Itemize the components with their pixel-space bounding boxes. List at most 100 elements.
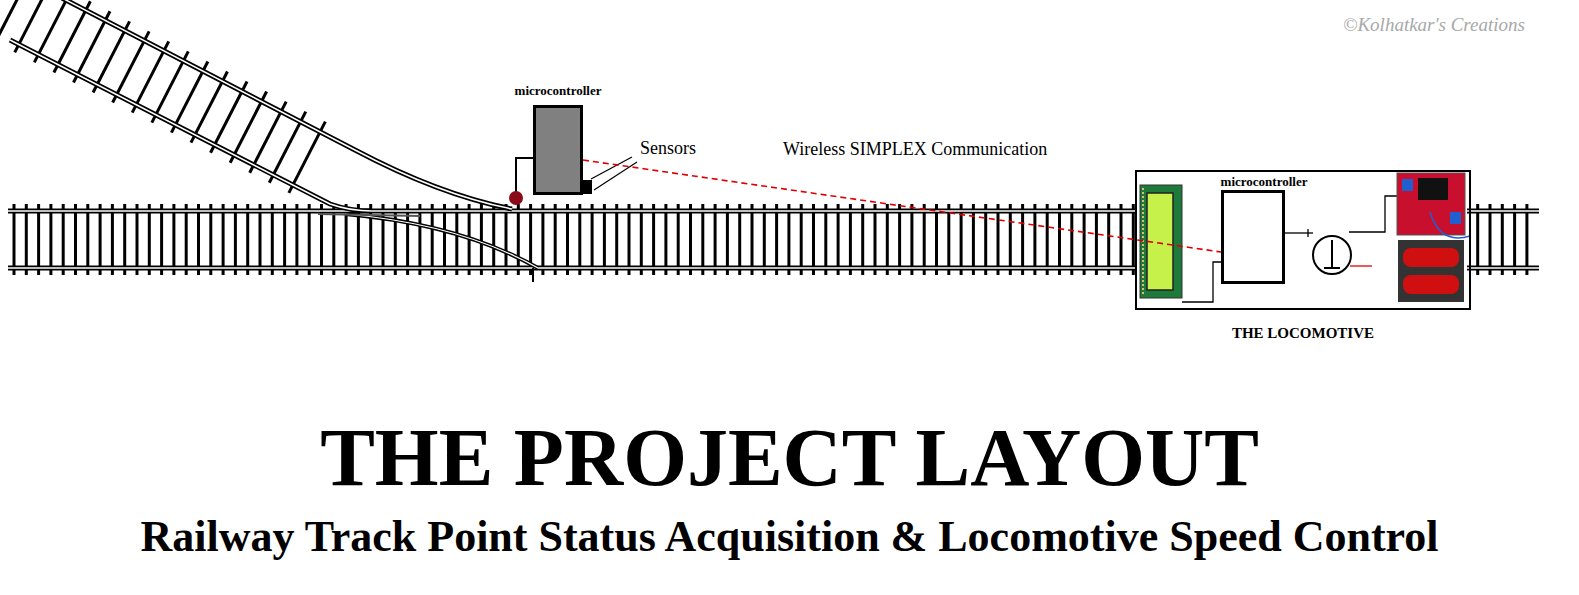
sleeper	[1046, 204, 1049, 275]
sleeper	[37, 204, 40, 275]
sleeper	[775, 204, 778, 275]
sleeper	[111, 204, 114, 275]
sleeper	[1107, 204, 1110, 275]
sleeper	[259, 204, 262, 275]
sleeper	[86, 204, 89, 275]
sleeper	[49, 204, 52, 275]
battery-wire	[1430, 212, 1470, 238]
trackside-controller: microcontroller	[508, 82, 608, 195]
sleeper	[62, 204, 65, 275]
sleeper	[689, 204, 692, 275]
sleeper	[295, 204, 298, 275]
sleeper	[554, 204, 557, 275]
sleeper	[185, 204, 188, 275]
motor-shaft	[1331, 240, 1333, 268]
sleeper	[849, 204, 852, 275]
sleeper	[492, 204, 495, 275]
link-label: Wireless SIMPLEX Communication	[783, 138, 1047, 160]
sleeper	[99, 204, 102, 275]
node-label: microcontroller	[1210, 174, 1318, 189]
node-heading: THE LOCOMOTIVE	[1137, 323, 1469, 343]
sleeper	[874, 204, 877, 275]
sleeper	[923, 204, 926, 275]
sensor-wire	[516, 158, 533, 192]
wire-tick	[1307, 229, 1308, 237]
sleeper	[246, 204, 249, 275]
sleeper	[738, 204, 741, 275]
switch-tick	[532, 268, 534, 282]
wire	[1349, 196, 1397, 232]
sleeper	[628, 204, 631, 275]
sleeper	[935, 204, 938, 275]
sleeper	[517, 204, 520, 275]
sleeper	[787, 204, 790, 275]
locomotive-parts	[1135, 170, 1470, 310]
sleeper	[1021, 204, 1024, 275]
driver-heatsink	[1418, 178, 1448, 200]
leader-line	[591, 157, 632, 179]
battery-holder	[1398, 240, 1464, 302]
sleeper	[541, 204, 544, 275]
sleeper	[455, 204, 458, 275]
point-sensor	[509, 191, 523, 205]
switch-rail	[345, 214, 538, 268]
sleeper	[160, 204, 163, 275]
sleeper	[431, 204, 434, 275]
sleeper	[13, 204, 16, 275]
sleeper	[726, 204, 729, 275]
locomotive-body	[1135, 170, 1467, 310]
sleeper	[997, 204, 1000, 275]
locomotive-frame: THE LOCOMOTIVEmicrocontroller	[1135, 170, 1471, 310]
sleeper	[972, 204, 975, 275]
sleeper	[1120, 204, 1123, 275]
locomotive-controller: microcontroller	[1210, 174, 1318, 284]
sleeper	[824, 204, 827, 275]
sleeper	[1058, 204, 1061, 275]
sleeper	[1033, 204, 1036, 275]
sleeper	[480, 204, 483, 275]
diagram-title: THE PROJECT LAYOUT	[0, 410, 1579, 506]
sleeper	[677, 204, 680, 275]
branch-rail	[10, 40, 372, 211]
sleeper	[984, 204, 987, 275]
sleeper	[1009, 204, 1012, 275]
sleeper	[25, 204, 28, 275]
sleeper	[136, 204, 139, 275]
wire	[1285, 232, 1313, 233]
sleeper	[1070, 204, 1073, 275]
sleeper	[910, 204, 913, 275]
lcd-board	[1140, 185, 1182, 298]
switch-rail	[345, 214, 538, 268]
leader-line	[594, 162, 637, 190]
controller-box	[1221, 190, 1285, 284]
watermark: ©Kolhatkar's Creations	[1343, 14, 1525, 36]
diagram-caption: Railway Track Point Status Acquisition &…	[0, 510, 1579, 564]
sleeper	[751, 204, 754, 275]
sleeper	[947, 204, 950, 275]
sleeper	[652, 204, 655, 275]
controller-box	[533, 105, 583, 195]
wireless-link	[583, 160, 1221, 252]
sleeper	[615, 204, 618, 275]
sleeper	[861, 204, 864, 275]
sleeper	[222, 204, 225, 275]
motor-driver	[1397, 173, 1465, 235]
sleeper	[812, 204, 815, 275]
wire	[1182, 262, 1221, 302]
sleeper	[1501, 204, 1504, 275]
sleeper	[1083, 204, 1086, 275]
motor-symbol	[1313, 236, 1351, 274]
sleeper	[123, 204, 126, 275]
driver-terminal	[1402, 179, 1413, 191]
sleeper	[566, 204, 569, 275]
driver-terminal	[1450, 212, 1461, 224]
sleeper	[406, 204, 409, 275]
branch-sleepers	[0, 0, 325, 193]
branch-rail	[62, 0, 512, 209]
sleeper	[209, 204, 212, 275]
battery-cell	[1403, 275, 1459, 294]
branch-rail	[10, 40, 372, 211]
